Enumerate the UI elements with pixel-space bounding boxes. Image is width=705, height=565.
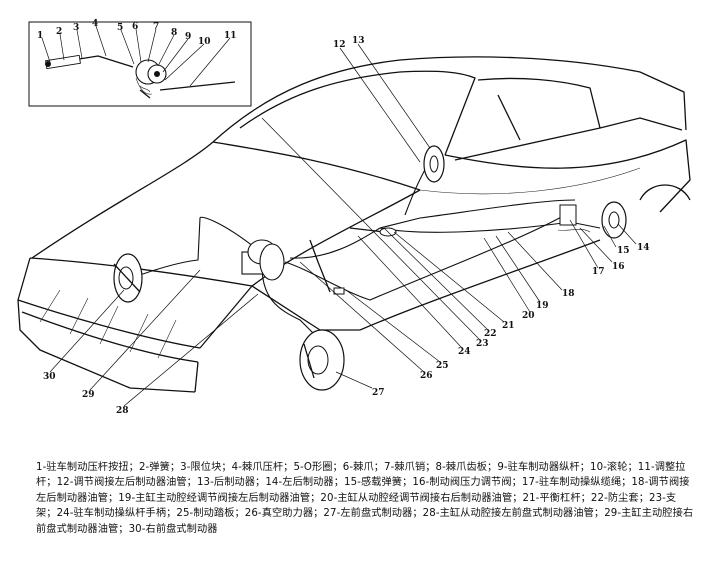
brake-pipes — [139, 149, 601, 351]
callout-30: 30 — [43, 372, 56, 382]
callout-10: 10 — [198, 37, 211, 47]
callout-15: 15 — [617, 246, 630, 256]
callout-6: 6 — [132, 22, 138, 32]
callout-5: 5 — [117, 23, 123, 33]
callout-28: 28 — [116, 406, 129, 416]
callout-19: 19 — [536, 301, 549, 311]
callout-22: 22 — [484, 329, 497, 339]
callout-24: 24 — [458, 347, 471, 357]
callout-7: 7 — [153, 22, 159, 32]
callout-leaders — [49, 43, 637, 407]
car-body — [17, 56, 691, 393]
callout-9: 9 — [185, 32, 191, 42]
callout-20: 20 — [522, 311, 535, 321]
callout-23: 23 — [476, 339, 489, 349]
callout-29: 29 — [82, 390, 95, 400]
components — [113, 145, 627, 391]
callout-26: 26 — [420, 371, 433, 381]
callout-27: 27 — [372, 388, 385, 398]
callout-17: 17 — [592, 267, 605, 277]
callout-13: 13 — [352, 36, 365, 46]
callout-1: 1 — [37, 31, 43, 41]
callout-12: 12 — [333, 40, 346, 50]
callout-2: 2 — [56, 27, 62, 37]
callout-labels: 1 2 3 4 5 6 7 8 9 10 11 12 13 14 15 16 1… — [37, 19, 650, 416]
figure-caption: 1-驻车制动压杆按扭；2-弹簧；3-限位块；4-棘爪压杆；5-O形圈；6-棘爪；… — [36, 462, 694, 535]
callout-8: 8 — [171, 28, 177, 38]
callout-14: 14 — [637, 243, 650, 253]
callout-11: 11 — [224, 31, 237, 41]
brake-system-diagram: 1 2 3 4 5 6 7 8 9 10 11 12 13 14 15 16 1… — [17, 19, 691, 416]
callout-18: 18 — [562, 289, 575, 299]
callout-4: 4 — [92, 19, 98, 29]
callout-25: 25 — [436, 361, 449, 371]
callout-21: 21 — [502, 321, 515, 331]
callout-3: 3 — [73, 23, 79, 33]
callout-16: 16 — [612, 262, 625, 272]
inset-parking-lever-detail — [28, 21, 252, 107]
